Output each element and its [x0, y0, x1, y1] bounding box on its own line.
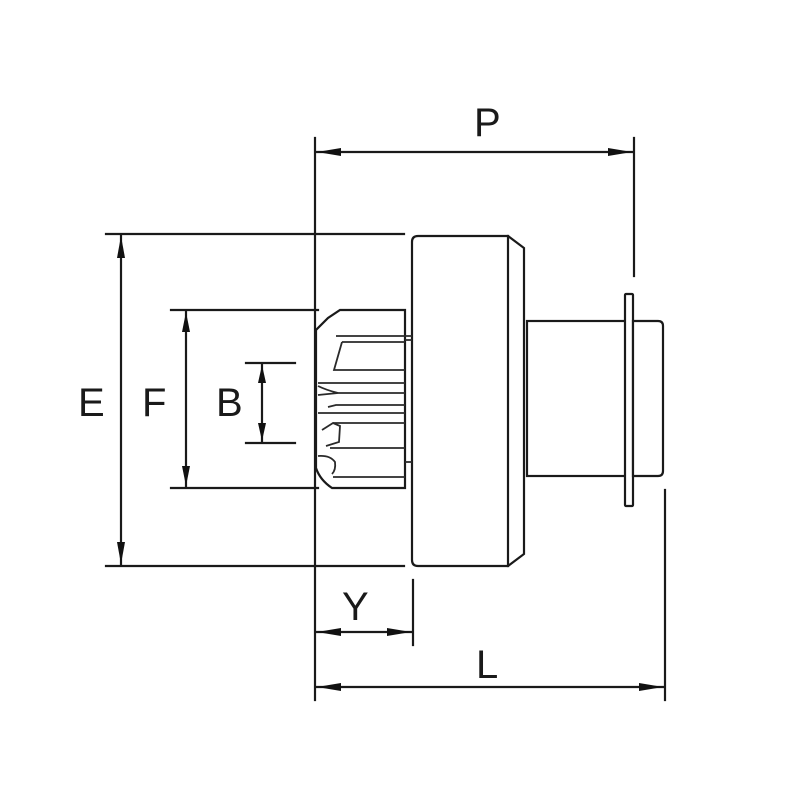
dimension-l: L [315, 643, 665, 691]
flange-collar [623, 292, 635, 508]
label-p: P [474, 101, 501, 145]
clutch-housing [410, 234, 526, 568]
dimension-f: F [142, 310, 190, 488]
shaft-end [631, 319, 665, 478]
extension-lines [104, 136, 667, 702]
shaft-sleeve [525, 319, 629, 478]
dimension-e: E [78, 234, 125, 566]
dimension-y: Y [315, 585, 413, 636]
label-b: B [216, 381, 243, 425]
label-e: E [78, 381, 105, 425]
label-y: Y [342, 585, 369, 629]
pinion-gear [314, 308, 412, 490]
label-l: L [476, 643, 498, 687]
dimension-b: B [216, 363, 266, 443]
label-f: F [142, 381, 166, 425]
dimension-p: P [315, 101, 634, 156]
